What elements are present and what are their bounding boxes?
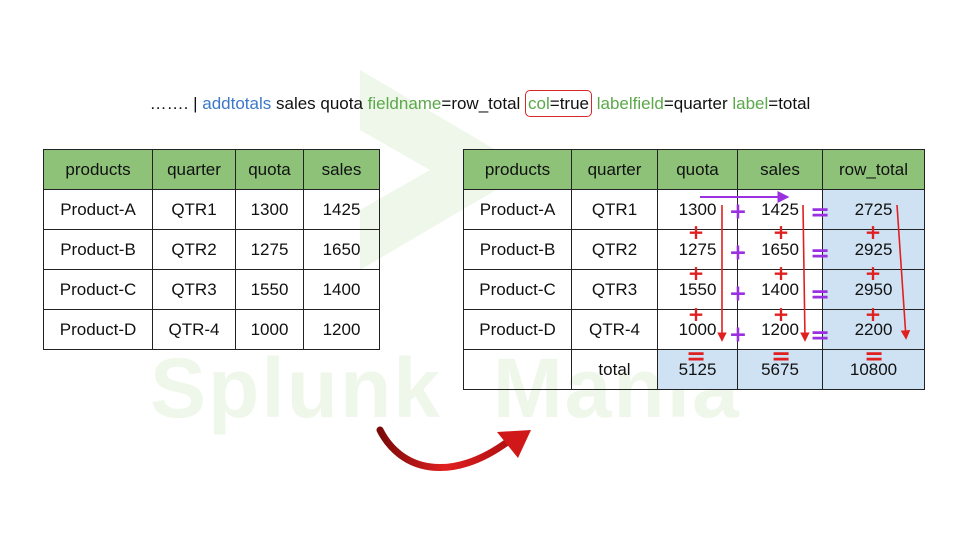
row-total-cell: 2725: [822, 189, 925, 230]
table-header-row: products quarter quota sales row_total: [463, 149, 925, 190]
equals-icon: =: [810, 198, 830, 226]
table-cell: QTR1: [571, 189, 658, 230]
plus-icon: +: [688, 261, 705, 285]
transform-curve-arrow: [376, 426, 531, 472]
column-total-cell: 5675: [737, 349, 823, 390]
equals-icon: =: [864, 342, 884, 370]
plus-icon: +: [773, 261, 790, 285]
command-col-highlight-box: col=true: [525, 90, 592, 117]
table-cell: 1650: [303, 229, 380, 270]
header-cell: quarter: [571, 149, 658, 190]
header-cell: quota: [235, 149, 304, 190]
table-header-row: products quarter quota sales: [43, 149, 380, 190]
table-cell: 1400: [737, 269, 823, 310]
plus-icon: +: [729, 282, 747, 307]
table-cell: 1275: [657, 229, 738, 270]
command-arg-fieldname: fieldname: [367, 94, 442, 113]
plus-icon: +: [773, 220, 790, 244]
table-row: Product-C QTR3 1550 1400 2950: [463, 269, 925, 310]
command-arg-fieldname-value: =row_total: [441, 94, 526, 113]
header-cell-row-total: row_total: [822, 149, 925, 190]
command-keyword: addtotals: [202, 94, 272, 113]
table-cell: Product-C: [43, 269, 153, 310]
watermark-chevron-shape: [360, 70, 530, 270]
table-cell: 1300: [235, 189, 304, 230]
header-cell: products: [43, 149, 153, 190]
table-cell: 1275: [235, 229, 304, 270]
plus-icon: +: [688, 220, 705, 244]
command-arg-col-value: =true: [549, 94, 589, 113]
equals-icon: =: [771, 342, 791, 370]
command-arg-labelfield: labelfield: [592, 94, 664, 113]
plus-icon: +: [729, 200, 747, 225]
equals-icon: =: [810, 280, 830, 308]
column-total-cell: 5125: [657, 349, 738, 390]
command-fields: sales quota: [271, 94, 368, 113]
header-cell: sales: [303, 149, 380, 190]
table-cell: QTR-4: [152, 309, 236, 350]
table-cell: Product-B: [43, 229, 153, 270]
table-cell: Product-D: [43, 309, 153, 350]
table-cell: Product-B: [463, 229, 572, 270]
plus-icon: +: [865, 220, 882, 244]
total-row-empty-cell: [463, 349, 572, 390]
command-arg-label-value: =total: [768, 94, 811, 113]
column-sum-arrow: [800, 204, 810, 342]
row-total-cell: 2200: [822, 309, 925, 350]
column-total-row: total 5125 5675 10800: [463, 349, 925, 390]
grand-total-cell: 10800: [822, 349, 925, 390]
table-cell: Product-D: [463, 309, 572, 350]
total-label-cell: total: [571, 349, 658, 390]
table-row: Product-D QTR-4 1000 1200: [43, 309, 380, 350]
plus-icon: +: [729, 241, 747, 266]
equals-icon: =: [686, 342, 706, 370]
table-cell: 1550: [657, 269, 738, 310]
table-row: Product-C QTR3 1550 1400: [43, 269, 380, 310]
column-sum-arrow: [896, 204, 911, 340]
search-command: ……. | addtotals sales quota fieldname=ro…: [0, 90, 960, 117]
table-row: Product-B QTR2 1275 1650 2925: [463, 229, 925, 270]
command-arg-label: label: [732, 94, 769, 113]
table-cell: QTR3: [571, 269, 658, 310]
table-cell: QTR2: [152, 229, 236, 270]
table-cell: QTR-4: [571, 309, 658, 350]
command-arg-labelfield-value: =quarter: [663, 94, 733, 113]
row-total-cell: 2925: [822, 229, 925, 270]
equals-icon: =: [810, 321, 830, 349]
table-row: Product-B QTR2 1275 1650: [43, 229, 380, 270]
output-table: products quarter quota sales row_total P…: [463, 149, 925, 390]
plus-icon: +: [729, 323, 747, 348]
header-cell: quota: [657, 149, 738, 190]
input-table: products quarter quota sales Product-A Q…: [43, 149, 380, 350]
table-cell: QTR3: [152, 269, 236, 310]
plus-icon: +: [865, 302, 882, 326]
table-cell: Product-C: [463, 269, 572, 310]
command-prefix: ……. |: [149, 94, 203, 113]
table-cell: 1425: [303, 189, 380, 230]
row-total-cell: 2950: [822, 269, 925, 310]
table-cell: 1550: [235, 269, 304, 310]
table-cell: 1000: [657, 309, 738, 350]
plus-icon: +: [865, 261, 882, 285]
equals-icon: =: [810, 239, 830, 267]
table-cell: 1400: [303, 269, 380, 310]
table-cell: 1200: [303, 309, 380, 350]
command-arg-col: col: [528, 94, 550, 113]
table-cell: QTR2: [571, 229, 658, 270]
plus-icon: +: [773, 302, 790, 326]
header-cell: quarter: [152, 149, 236, 190]
table-row: Product-A QTR1 1300 1425 2725: [463, 189, 925, 230]
plus-icon: +: [688, 302, 705, 326]
